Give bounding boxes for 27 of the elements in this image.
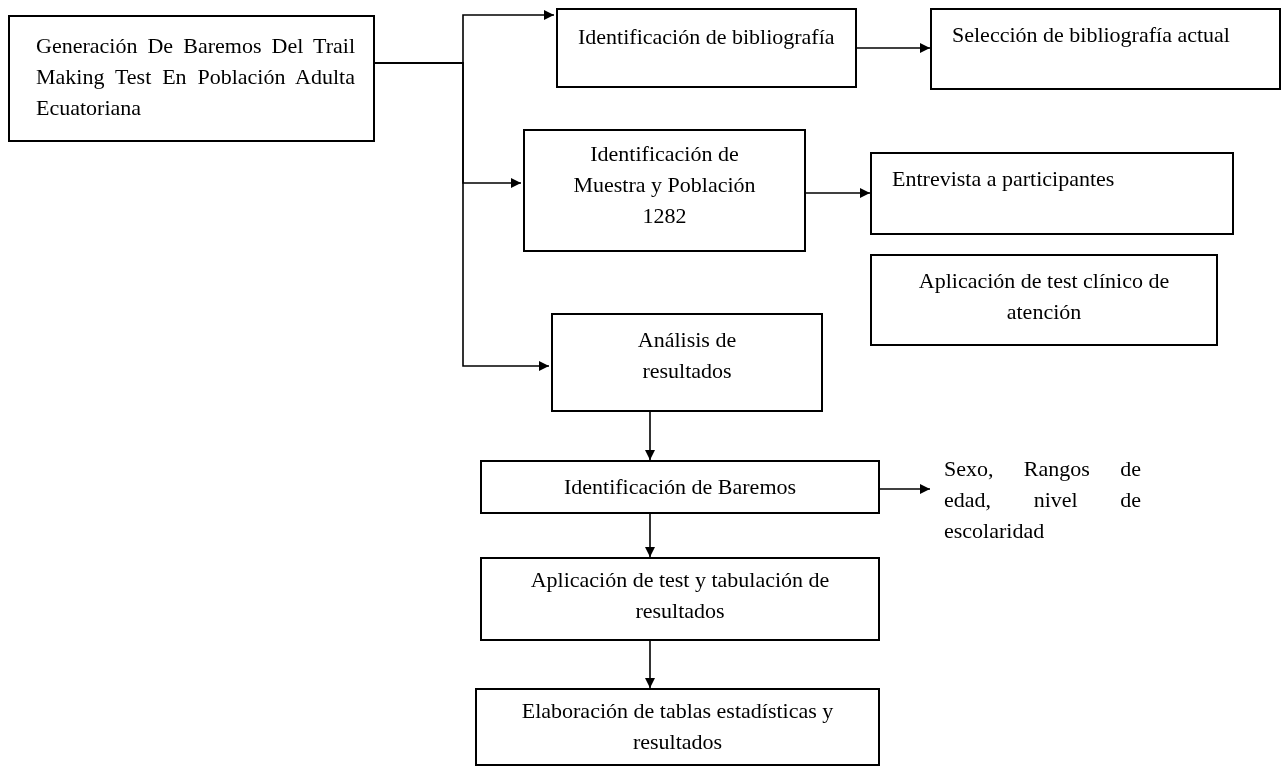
arrow	[645, 411, 655, 461]
box-label: Identificación de Baremos	[562, 473, 798, 501]
arrow	[805, 188, 871, 198]
process-box	[480, 557, 880, 641]
arrow	[856, 43, 931, 53]
arrow	[645, 513, 655, 558]
box-label: Selección de bibliografía actual	[952, 21, 1231, 49]
box-label: Elaboración de tablas estadísticas y resultados	[520, 697, 835, 756]
process-box	[930, 8, 1281, 90]
box-label: Identificación de bibliografía	[578, 23, 836, 51]
box-label: Aplicación de test y tabulación de resultados	[529, 566, 831, 625]
box-label: Aplicación de test clínico de atención	[917, 267, 1171, 326]
box-label: Entrevista a participantes	[892, 165, 1116, 193]
arrow	[879, 484, 931, 494]
process-box	[475, 688, 880, 766]
process-box	[523, 129, 806, 252]
process-box	[480, 460, 880, 514]
box-label: Generación De Baremos Del Trail Making Test En Población Adulta Ecuatoriana	[36, 32, 355, 122]
process-box	[870, 254, 1218, 346]
arrow	[374, 62, 550, 371]
box-label: Identificación de Muestra y Población 1282	[572, 140, 757, 230]
process-box	[870, 152, 1234, 235]
process-box	[556, 8, 857, 88]
process-box	[8, 15, 375, 142]
arrow	[645, 640, 655, 689]
process-box	[551, 313, 823, 412]
box-label: Análisis de resultados	[636, 326, 738, 385]
